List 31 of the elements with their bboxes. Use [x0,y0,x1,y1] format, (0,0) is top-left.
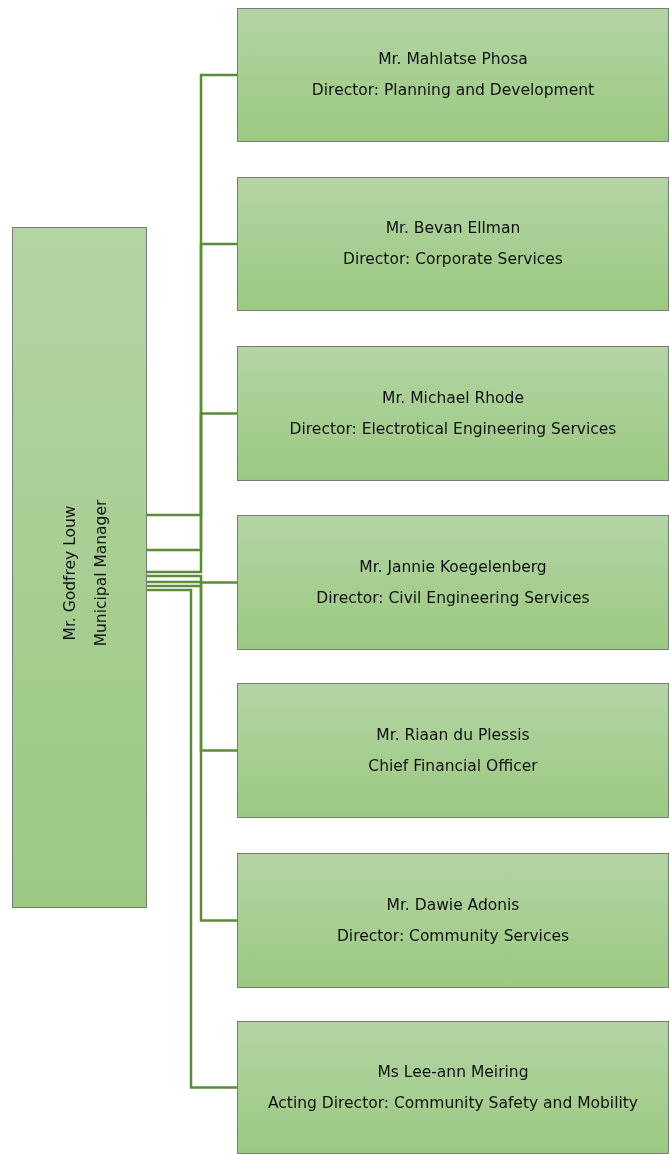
connector-line [147,574,237,752]
connector-line [147,584,237,922]
connector-line [147,412,237,574]
person-name: Mr. Mahlatse Phosa [378,49,528,70]
job-title: Chief Financial Officer [368,755,538,777]
job-title: Municipal Manager [90,499,111,646]
person-name: Mr. Bevan Ellman [385,218,521,239]
director-box [237,1021,669,1154]
job-title: Director: Planning and Development [311,80,595,101]
manager-box [12,227,147,908]
job-title: Director: Electrotical Engineering Services [289,418,617,440]
director-box [237,683,669,818]
connector-line [147,242,237,552]
person-name: Mr. Jannie Koegelenberg [359,556,547,578]
person-name: Mr. Dawie Adonis [386,894,520,916]
person-name: Mr. Riaan du Plessis [376,724,530,746]
director-box [237,346,669,481]
director-box [237,853,669,988]
person-name: Mr. Michael Rhode [382,387,524,409]
job-title: Director: Corporate Services [343,249,563,270]
director-box [237,8,669,142]
connector-line [147,580,237,584]
job-title: Director: Community Services [336,925,570,947]
person-name: Ms Lee-ann Meiring [377,1061,529,1083]
director-box [237,177,669,311]
job-title: Director: Civil Engineering Services [316,587,590,609]
director-box [237,515,669,650]
connector-line [147,588,237,1089]
connector-line [147,73,237,517]
person-name: Mr. Godfrey Louw [59,505,80,640]
job-title: Acting Director: Community Safety and Mobility [267,1092,639,1114]
